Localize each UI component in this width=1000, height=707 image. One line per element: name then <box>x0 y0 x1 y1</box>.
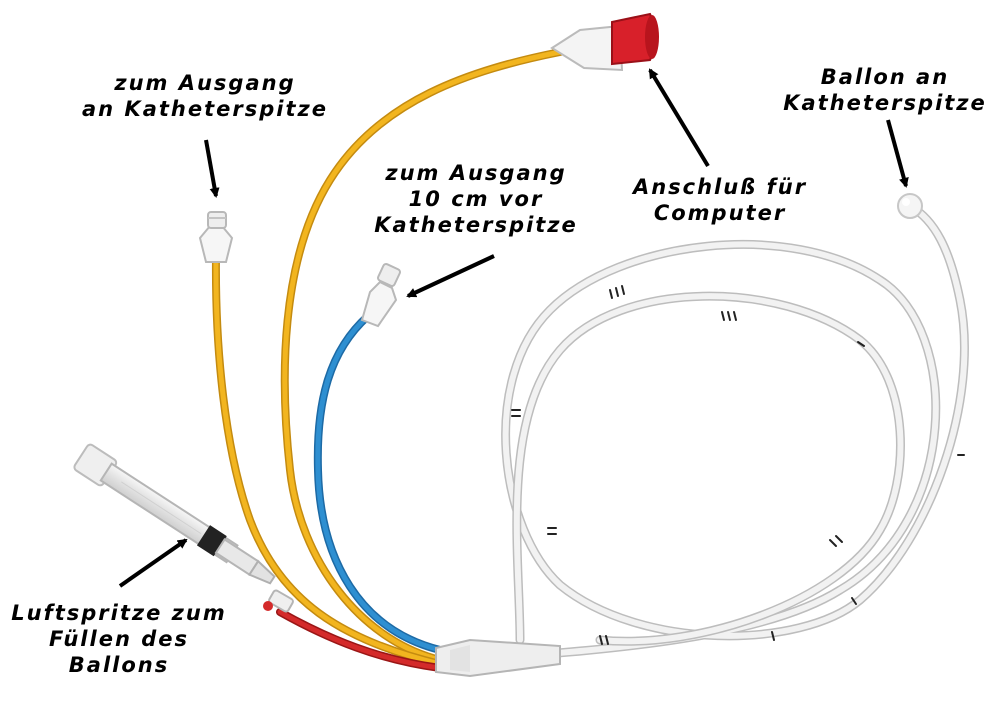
label-syringe-line1: Luftspritze zum <box>11 601 227 625</box>
label-syringe: Luftspritze zum Füllen des Ballons <box>6 600 232 678</box>
catheter-outer-loop <box>465 201 969 665</box>
arrow-balloon <box>886 119 909 188</box>
label-outlet-tip-line2: an Katheterspitze <box>82 97 328 121</box>
balloon-tip <box>897 193 923 219</box>
label-syringe-line3: Ballons <box>68 653 170 677</box>
label-computer-line2: Computer <box>653 201 787 225</box>
label-outlet-tip: zum Ausgang an Katheterspitze <box>80 70 330 122</box>
label-computer-line1: Anschluß für <box>632 175 808 199</box>
label-balloon-line2: Katheterspitze <box>783 91 987 115</box>
label-balloon: Ballon an Katheterspitze <box>780 64 990 116</box>
catheter-coils <box>465 201 969 665</box>
arrow-ten-cm-outlet <box>406 254 495 298</box>
tip-outlet-hub <box>198 211 234 263</box>
label-outlet-10cm: zum Ausgang 10 cm vor Katheterspitze <box>368 160 584 238</box>
arrow-tip-outlet <box>204 139 220 198</box>
label-balloon-line1: Ballon an <box>820 65 950 89</box>
junction-hub <box>435 638 561 678</box>
label-computer: Anschluß für Computer <box>620 174 820 226</box>
air-syringe <box>73 443 276 585</box>
annotation-arrows <box>118 68 909 588</box>
blue-lumen <box>313 312 444 654</box>
ten-cm-outlet-hub <box>360 263 401 328</box>
label-syringe-line2: Füllen des <box>49 627 189 651</box>
syringe-stopcock <box>263 589 294 613</box>
yellow-lumen-computer <box>280 48 564 664</box>
label-outlet-10cm-line1: zum Ausgang <box>385 161 567 185</box>
label-outlet-tip-line1: zum Ausgang <box>114 71 296 95</box>
yellow-lumen-tip <box>211 252 444 668</box>
label-outlet-10cm-line2: 10 cm vor <box>408 187 544 211</box>
computer-connector <box>550 12 659 72</box>
red-lumen <box>276 608 444 672</box>
label-outlet-10cm-line3: Katheterspitze <box>374 213 578 237</box>
arrow-computer <box>648 68 710 168</box>
arrow-syringe <box>118 538 188 588</box>
